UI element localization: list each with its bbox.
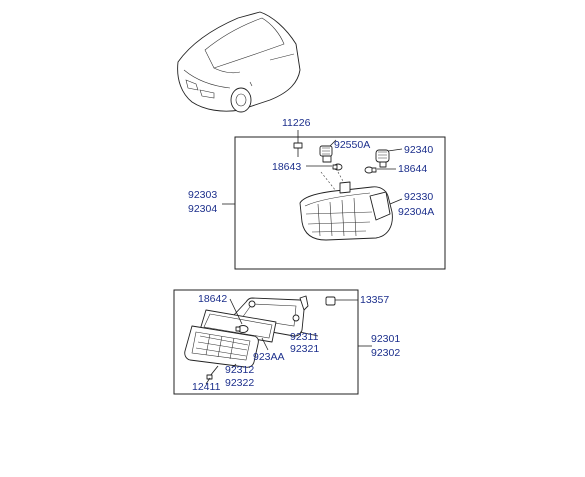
label-92550A: 92550A (334, 139, 370, 151)
car-illustration (177, 11, 301, 113)
label-18644: 18644 (398, 163, 427, 175)
bulb-18643 (306, 163, 343, 171)
upper-assembly-frame (234, 136, 446, 270)
screw-12411 (205, 365, 219, 385)
lower-assembly-frame (173, 289, 359, 395)
label-92303: 92303 (188, 189, 217, 201)
socket-92340 (375, 148, 403, 168)
label-92321: 92321 (290, 343, 319, 355)
label-13357: 13357 (360, 294, 389, 306)
label-12411: 12411 (192, 381, 221, 393)
socket-92550A (319, 139, 337, 163)
lamp-housing-92330 (299, 171, 403, 241)
label-18642: 18642 (198, 293, 227, 305)
label-92302: 92302 (371, 347, 400, 359)
label-92304: 92304 (188, 203, 217, 215)
label-92340: 92340 (404, 144, 433, 156)
bulb-18644 (364, 166, 396, 174)
label-92322: 92322 (225, 377, 254, 389)
label-11226: 11226 (282, 117, 311, 129)
clip-13357 (325, 296, 358, 306)
label-923AA: 923AA (253, 351, 285, 363)
label-18643: 18643 (272, 161, 301, 173)
lens-92312 (184, 325, 259, 368)
label-92330: 92330 (404, 191, 433, 203)
label-92311: 92311 (290, 331, 319, 343)
bulb-18642 (229, 298, 249, 333)
label-92312: 92312 (225, 364, 254, 376)
gasket-923AA (199, 309, 277, 343)
label-92304A: 92304A (398, 206, 434, 218)
label-92301: 92301 (371, 333, 400, 345)
screw-11226 (293, 130, 303, 157)
